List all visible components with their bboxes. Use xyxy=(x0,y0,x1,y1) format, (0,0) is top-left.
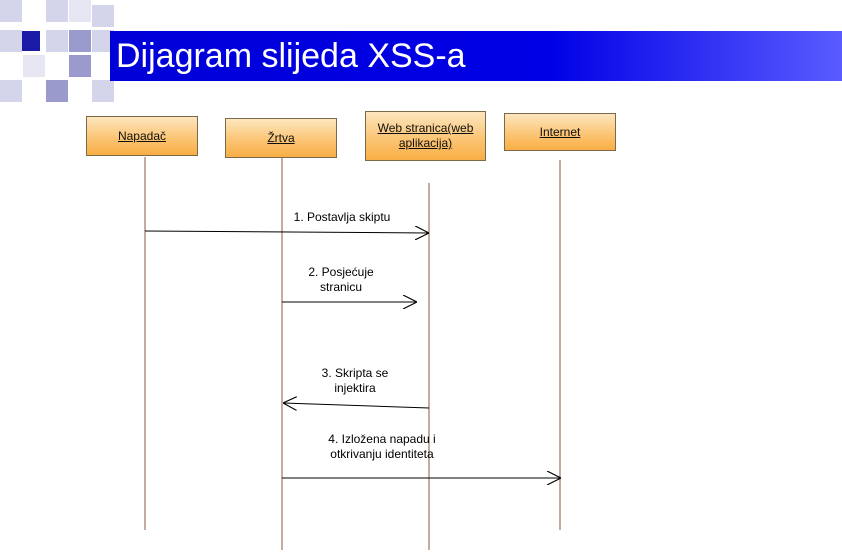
deco-square xyxy=(69,0,91,22)
participant-zrtva: Žrtva xyxy=(225,118,337,158)
participant-internet: Internet xyxy=(504,113,616,151)
deco-square xyxy=(92,5,114,27)
deco-square xyxy=(0,30,22,52)
participant-web: Web stranica(web aplikacija) xyxy=(365,111,486,161)
deco-square xyxy=(69,55,91,77)
page-title: Dijagram slijeda XSS-a xyxy=(116,37,466,75)
deco-square xyxy=(46,30,68,52)
deco-square xyxy=(23,55,45,77)
deco-square xyxy=(92,30,114,52)
title-bar xyxy=(110,31,842,81)
deco-square xyxy=(92,80,114,102)
message-label-1: 1. Postavlja skiptu xyxy=(293,210,391,224)
message-label-3: 3. Skripta se injektira xyxy=(321,366,389,395)
deco-square xyxy=(0,80,22,102)
message-label-4: 4. Izložena napadu i otkrivanju identite… xyxy=(328,432,436,461)
deco-square xyxy=(69,30,91,52)
message-arrow-3 xyxy=(283,403,430,408)
message-label-2: 2. Posjećuje stranicu xyxy=(308,265,374,294)
deco-square xyxy=(46,0,68,22)
deco-square xyxy=(22,31,40,51)
participant-napadac: Napadač xyxy=(86,116,198,156)
decorative-squares xyxy=(0,0,114,102)
deco-square xyxy=(0,0,22,22)
deco-square xyxy=(46,80,68,102)
message-arrow-1 xyxy=(144,231,429,233)
